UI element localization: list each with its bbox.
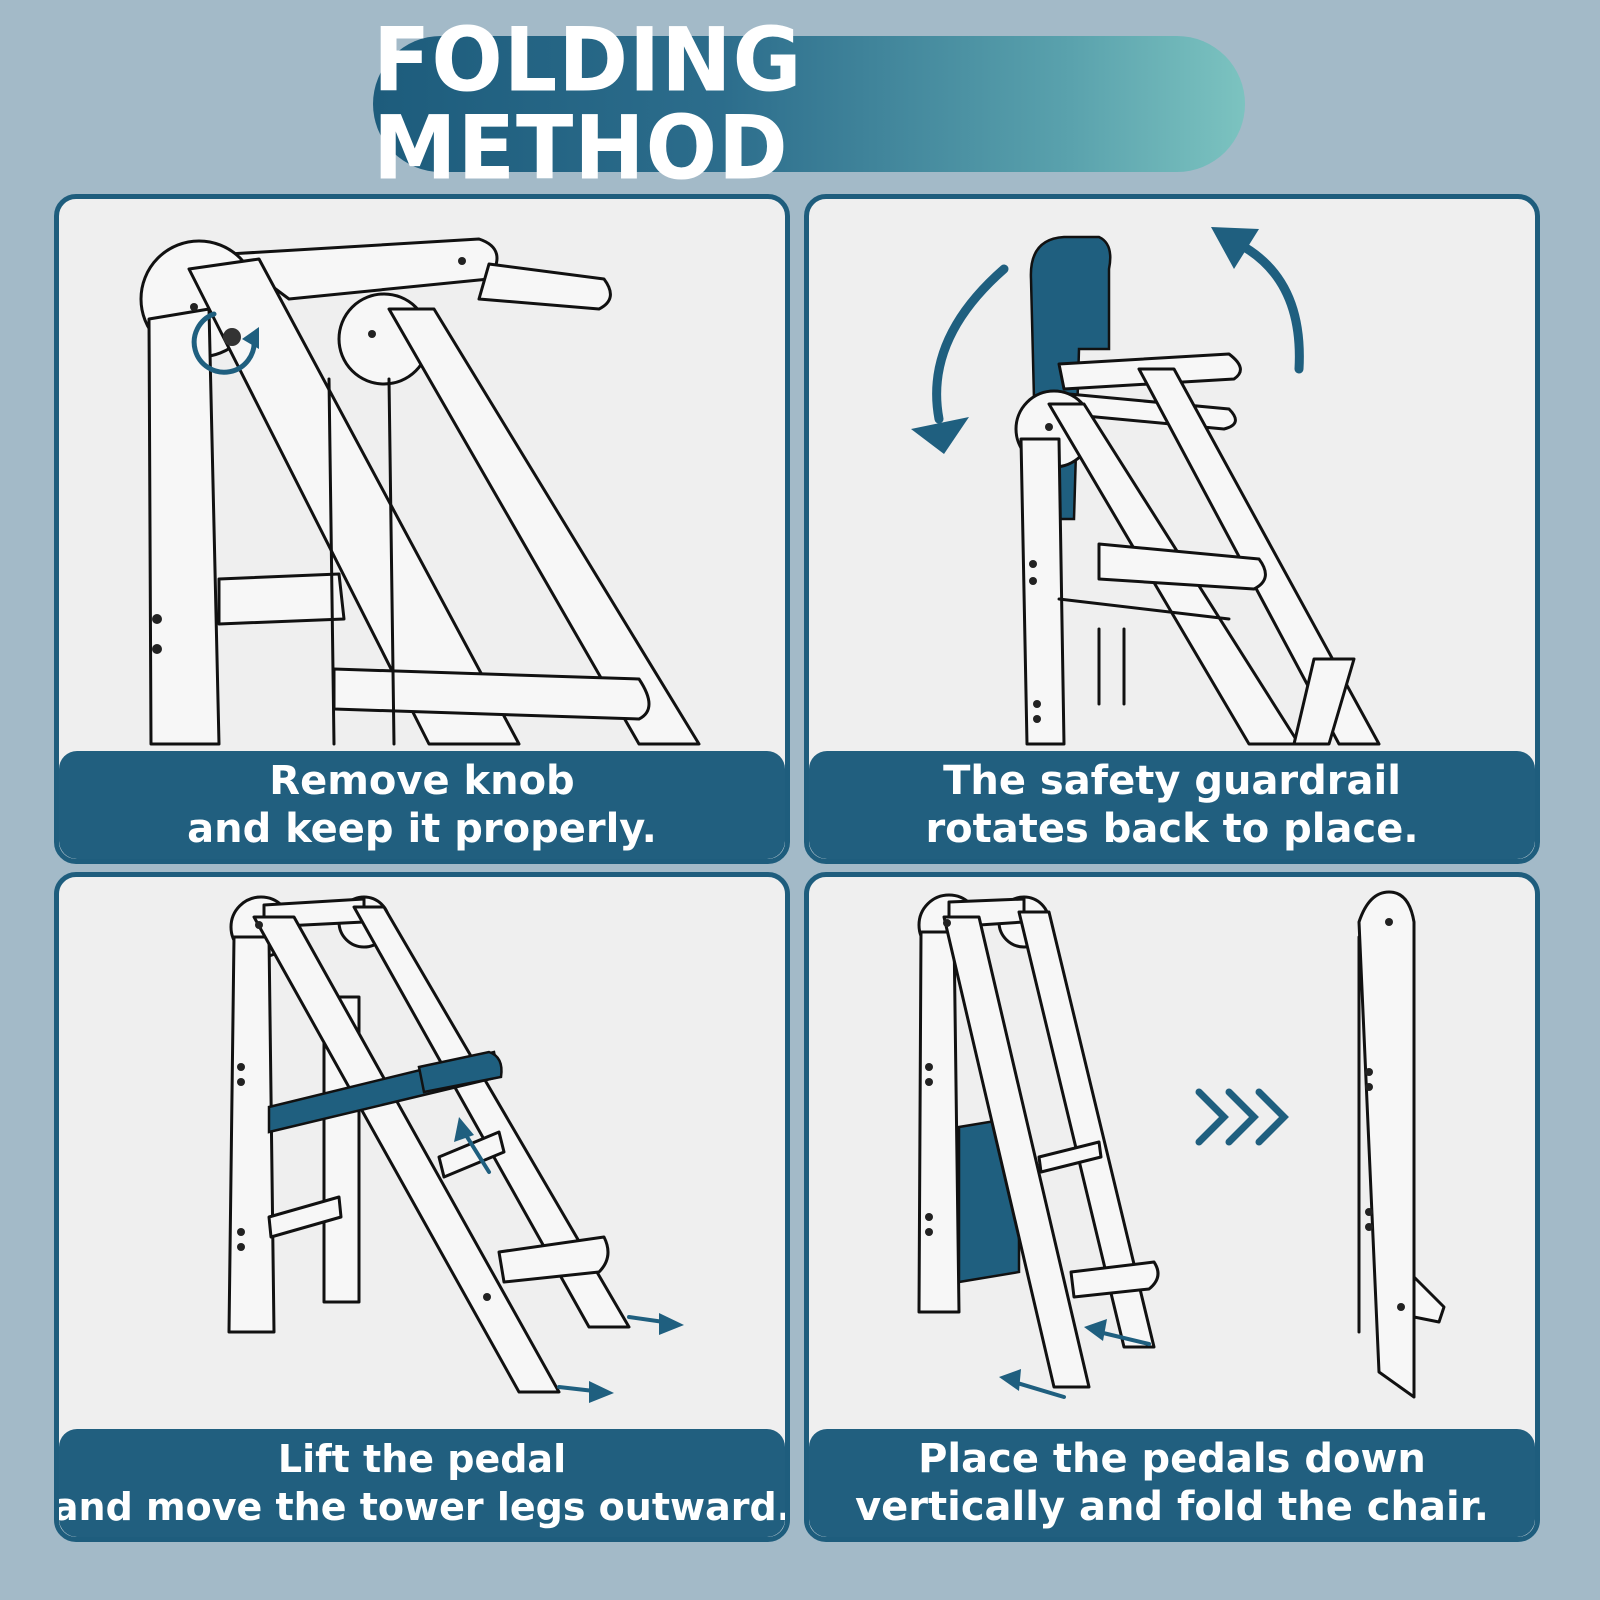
step-3-caption-line-1: Lift the pedal (277, 1437, 567, 1481)
step-panel-2: The safety guardrail rotates back to pla… (804, 194, 1540, 864)
step-panel-4: Place the pedals down vertically and fol… (804, 872, 1540, 1542)
page-title: FOLDING METHOD (373, 8, 803, 200)
step-panel-3: Lift the pedal and move the tower legs o… (54, 872, 790, 1542)
step-2-illustration (911, 227, 1381, 746)
step-3-caption-line-2: and move the tower legs outward. (54, 1485, 790, 1529)
step-1-caption-line-2: and keep it properly. (187, 806, 657, 852)
step-1-caption: Remove knob and keep it properly. (59, 751, 785, 859)
rotate-arrows-icon (911, 227, 1304, 454)
step-1-caption-line-1: Remove knob (269, 758, 575, 804)
step-2-caption-line-1: The safety guardrail (943, 758, 1401, 804)
step-4-caption: Place the pedals down vertically and fol… (809, 1429, 1535, 1537)
step-panel-1: Remove knob and keep it properly. (54, 194, 790, 864)
step-4-illustration (917, 890, 1446, 1399)
step-3-caption: Lift the pedal and move the tower legs o… (59, 1429, 785, 1537)
step-2-caption-line-2: rotates back to place. (925, 806, 1419, 852)
step-2-caption: The safety guardrail rotates back to pla… (809, 751, 1535, 859)
knob-rotate-icon (191, 311, 259, 375)
step-4-caption-line-1: Place the pedals down (918, 1436, 1426, 1482)
title-banner: FOLDING METHOD (373, 16, 1245, 192)
step-1-illustration (139, 237, 701, 746)
move-outward-arrows-icon (454, 1117, 684, 1403)
chevron-right-triple-icon (1195, 1088, 1289, 1146)
step-4-caption-line-2: vertically and fold the chair. (855, 1484, 1489, 1530)
step-3-illustration (227, 895, 684, 1403)
